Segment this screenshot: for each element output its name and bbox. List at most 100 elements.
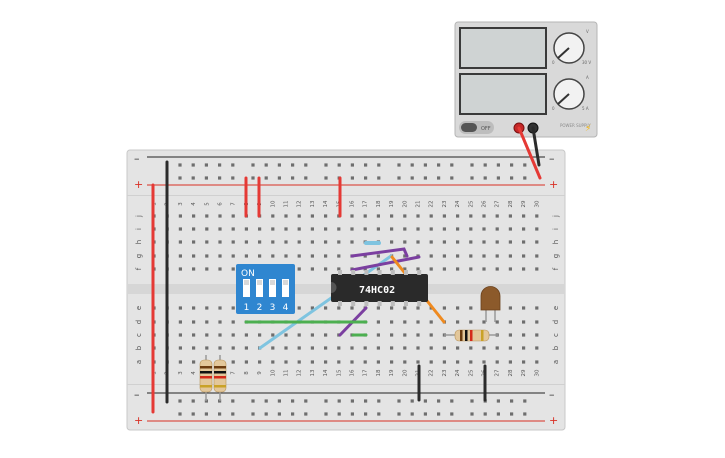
breadboard-hole[interactable] — [244, 240, 248, 244]
breadboard-hole[interactable] — [535, 267, 539, 271]
rail-hole[interactable] — [523, 176, 527, 180]
breadboard-hole[interactable] — [376, 254, 380, 258]
rail-hole[interactable] — [178, 399, 182, 403]
rail-hole[interactable] — [437, 163, 441, 167]
breadboard-hole[interactable] — [218, 240, 222, 244]
rail-hole[interactable] — [204, 412, 208, 416]
rail-hole[interactable] — [523, 412, 527, 416]
rail-hole[interactable] — [450, 176, 454, 180]
rail-hole[interactable] — [231, 412, 235, 416]
breadboard-hole[interactable] — [178, 346, 182, 350]
breadboard-hole[interactable] — [337, 227, 341, 231]
breadboard-hole[interactable] — [442, 346, 446, 350]
power-supply[interactable]: 0 30 V V 0 5 A A OFF POWER SUPPLY ⚡ — [454, 21, 598, 138]
breadboard-hole[interactable] — [231, 306, 235, 310]
breadboard-hole[interactable] — [244, 360, 248, 364]
breadboard-hole[interactable] — [271, 214, 275, 218]
rail-hole[interactable] — [470, 176, 474, 180]
breadboard-hole[interactable] — [324, 267, 328, 271]
rail-hole[interactable] — [377, 412, 381, 416]
breadboard-hole[interactable] — [482, 360, 486, 364]
wire-purple-top[interactable] — [350, 247, 409, 258]
breadboard-hole[interactable] — [522, 346, 526, 350]
breadboard-hole[interactable] — [376, 214, 380, 218]
rail-hole[interactable] — [423, 412, 427, 416]
breadboard-hole[interactable] — [442, 214, 446, 218]
breadboard-hole[interactable] — [522, 214, 526, 218]
rail-hole[interactable] — [291, 412, 295, 416]
breadboard-hole[interactable] — [218, 346, 222, 350]
breadboard-hole[interactable] — [324, 254, 328, 258]
breadboard-hole[interactable] — [535, 254, 539, 258]
breadboard-hole[interactable] — [271, 346, 275, 350]
breadboard-hole[interactable] — [456, 346, 460, 350]
rail-hole[interactable] — [178, 176, 182, 180]
breadboard-hole[interactable] — [390, 320, 394, 324]
rail-hole[interactable] — [218, 412, 222, 416]
breadboard-hole[interactable] — [244, 227, 248, 231]
rail-hole[interactable] — [350, 176, 354, 180]
breadboard-hole[interactable] — [284, 214, 288, 218]
breadboard-hole[interactable] — [350, 360, 354, 364]
breadboard-hole[interactable] — [403, 240, 407, 244]
resistor-vertical-1[interactable] — [199, 355, 213, 401]
breadboard-hole[interactable] — [310, 254, 314, 258]
breadboard-hole[interactable] — [244, 333, 248, 337]
breadboard-hole[interactable] — [297, 306, 301, 310]
breadboard-hole[interactable] — [469, 240, 473, 244]
breadboard-hole[interactable] — [482, 214, 486, 218]
breadboard-hole[interactable] — [271, 227, 275, 231]
rail-hole[interactable] — [397, 163, 401, 167]
breadboard-hole[interactable] — [522, 227, 526, 231]
breadboard-hole[interactable] — [535, 360, 539, 364]
rail-hole[interactable] — [350, 412, 354, 416]
breadboard-hole[interactable] — [297, 333, 301, 337]
breadboard-hole[interactable] — [482, 267, 486, 271]
breadboard-hole[interactable] — [403, 254, 407, 258]
breadboard-hole[interactable] — [495, 254, 499, 258]
breadboard-hole[interactable] — [469, 254, 473, 258]
led[interactable] — [480, 286, 501, 323]
breadboard-hole[interactable] — [231, 214, 235, 218]
breadboard-hole[interactable] — [390, 214, 394, 218]
rail-hole[interactable] — [377, 399, 381, 403]
breadboard-hole[interactable] — [469, 320, 473, 324]
dip-toggle[interactable] — [256, 279, 263, 297]
rail-hole[interactable] — [423, 163, 427, 167]
rail-hole[interactable] — [178, 412, 182, 416]
resistor-horizontal[interactable] — [444, 329, 498, 342]
rail-hole[interactable] — [523, 163, 527, 167]
rail-hole[interactable] — [191, 399, 195, 403]
rail-hole[interactable] — [304, 163, 308, 167]
breadboard-hole[interactable] — [297, 254, 301, 258]
rail-hole[interactable] — [337, 399, 341, 403]
breadboard-hole[interactable] — [508, 320, 512, 324]
rail-hole[interactable] — [350, 163, 354, 167]
breadboard-hole[interactable] — [416, 240, 420, 244]
breadboard-hole[interactable] — [192, 240, 196, 244]
breadboard-hole[interactable] — [429, 333, 433, 337]
breadboard-hole[interactable] — [469, 227, 473, 231]
breadboard-hole[interactable] — [271, 254, 275, 258]
breadboard-hole[interactable] — [324, 214, 328, 218]
breadboard-hole[interactable] — [469, 267, 473, 271]
breadboard-hole[interactable] — [429, 320, 433, 324]
rail-hole[interactable] — [410, 412, 414, 416]
breadboard-hole[interactable] — [310, 240, 314, 244]
breadboard-hole[interactable] — [192, 333, 196, 337]
rail-hole[interactable] — [324, 399, 328, 403]
breadboard-hole[interactable] — [192, 360, 196, 364]
breadboard-hole[interactable] — [337, 360, 341, 364]
breadboard-hole[interactable] — [284, 254, 288, 258]
breadboard-hole[interactable] — [442, 227, 446, 231]
breadboard-hole[interactable] — [429, 240, 433, 244]
breadboard-hole[interactable] — [482, 240, 486, 244]
breadboard-hole[interactable] — [363, 346, 367, 350]
breadboard-hole[interactable] — [535, 320, 539, 324]
rail-hole[interactable] — [397, 399, 401, 403]
breadboard-hole[interactable] — [522, 267, 526, 271]
breadboard-hole[interactable] — [416, 320, 420, 324]
rail-hole[interactable] — [264, 163, 268, 167]
breadboard-hole[interactable] — [522, 360, 526, 364]
breadboard-hole[interactable] — [522, 320, 526, 324]
